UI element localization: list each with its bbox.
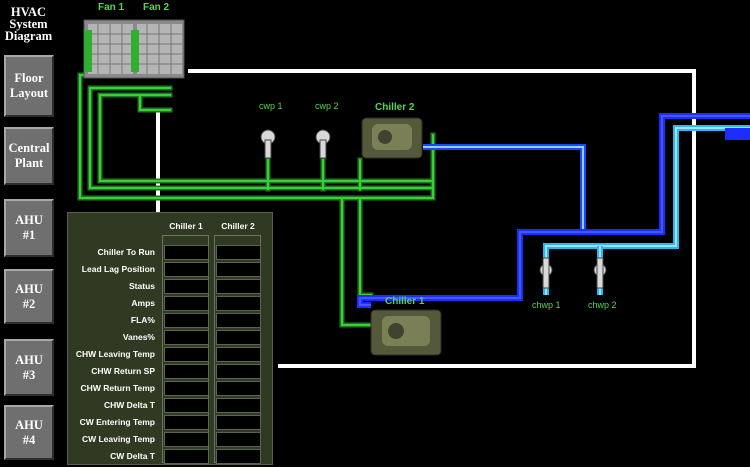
row-label: FLA% xyxy=(130,315,155,325)
column-header-chiller-2: Chiller 2 xyxy=(221,221,255,231)
value-cell-chiller-1 xyxy=(164,245,209,260)
row-label: CW Delta T xyxy=(110,451,155,461)
value-cell-chiller-1 xyxy=(164,262,209,277)
row-label: Lead Lag Position xyxy=(81,264,155,274)
ahu-1-button[interactable]: AHU #1 xyxy=(4,199,54,257)
row-label: CW Leaving Temp xyxy=(81,434,155,444)
cooling-tower-fans xyxy=(83,19,185,79)
value-cell-chiller-2 xyxy=(216,415,261,430)
value-cell-chiller-2 xyxy=(216,381,261,396)
value-cell-chiller-2 xyxy=(216,347,261,362)
value-cell-chiller-2 xyxy=(216,313,261,328)
value-cell-chiller-2 xyxy=(216,364,261,379)
central-plant-button[interactable]: Central Plant xyxy=(4,127,54,185)
value-cell-chiller-1 xyxy=(164,364,209,379)
row-label: Chiller To Run xyxy=(97,247,155,257)
value-cell-chiller-1 xyxy=(164,296,209,311)
cwp2-label: cwp 2 xyxy=(315,101,339,111)
value-cell-chiller-1 xyxy=(164,313,209,328)
value-cell-chiller-2 xyxy=(216,449,261,464)
fan2-label: Fan 2 xyxy=(143,2,170,13)
column-header-chiller-1: Chiller 1 xyxy=(169,221,203,231)
value-cell-chiller-1 xyxy=(164,347,209,362)
sidebar: HVAC System Diagram Floor Layout Central… xyxy=(0,0,57,467)
value-cell-chiller-2 xyxy=(216,432,261,447)
ahu-4-button[interactable]: AHU #4 xyxy=(4,405,54,460)
value-cell-chiller-2 xyxy=(216,296,261,311)
row-label: CHW Delta T xyxy=(104,400,155,410)
fan1-label: Fan 1 xyxy=(98,2,125,13)
value-cell-chiller-1 xyxy=(164,279,209,294)
pump-icon xyxy=(260,129,607,289)
value-cell-chiller-1 xyxy=(164,449,209,464)
ahu-3-button[interactable]: AHU #3 xyxy=(4,339,54,396)
chiller1-label: Chiller 1 xyxy=(385,296,425,307)
value-cell-chiller-2 xyxy=(216,398,261,413)
ahu-2-button[interactable]: AHU #2 xyxy=(4,269,54,324)
value-cell-chiller-2 xyxy=(216,330,261,345)
sidebar-title: HVAC System Diagram xyxy=(4,5,53,43)
value-cell-chiller-2 xyxy=(216,279,261,294)
row-label: CHW Return Temp xyxy=(80,383,155,393)
duct-lines xyxy=(156,69,696,368)
value-cell-chiller-1 xyxy=(164,381,209,396)
floor-layout-button[interactable]: Floor Layout xyxy=(4,55,54,117)
value-cell-chiller-1 xyxy=(164,432,209,447)
chwp1-label: chwp 1 xyxy=(532,300,561,310)
value-cell-chiller-2 xyxy=(216,245,261,260)
row-label: Status xyxy=(129,281,155,291)
value-cell-chiller-1 xyxy=(164,415,209,430)
cwp1-label: cwp 1 xyxy=(259,101,283,111)
value-cell-chiller-1 xyxy=(164,398,209,413)
value-cell-chiller-2 xyxy=(216,262,261,277)
chwp2-label: chwp 2 xyxy=(588,300,617,310)
row-label: CHW Leaving Temp xyxy=(75,349,155,359)
chiller2-label: Chiller 2 xyxy=(375,102,415,113)
value-cell-chiller-1 xyxy=(164,330,209,345)
chiller-icon xyxy=(361,117,442,356)
row-label: Vanes% xyxy=(122,332,155,342)
row-label: CW Entering Temp xyxy=(79,417,155,427)
row-label: CHW Return SP xyxy=(91,366,155,376)
row-label: Amps xyxy=(131,298,155,308)
